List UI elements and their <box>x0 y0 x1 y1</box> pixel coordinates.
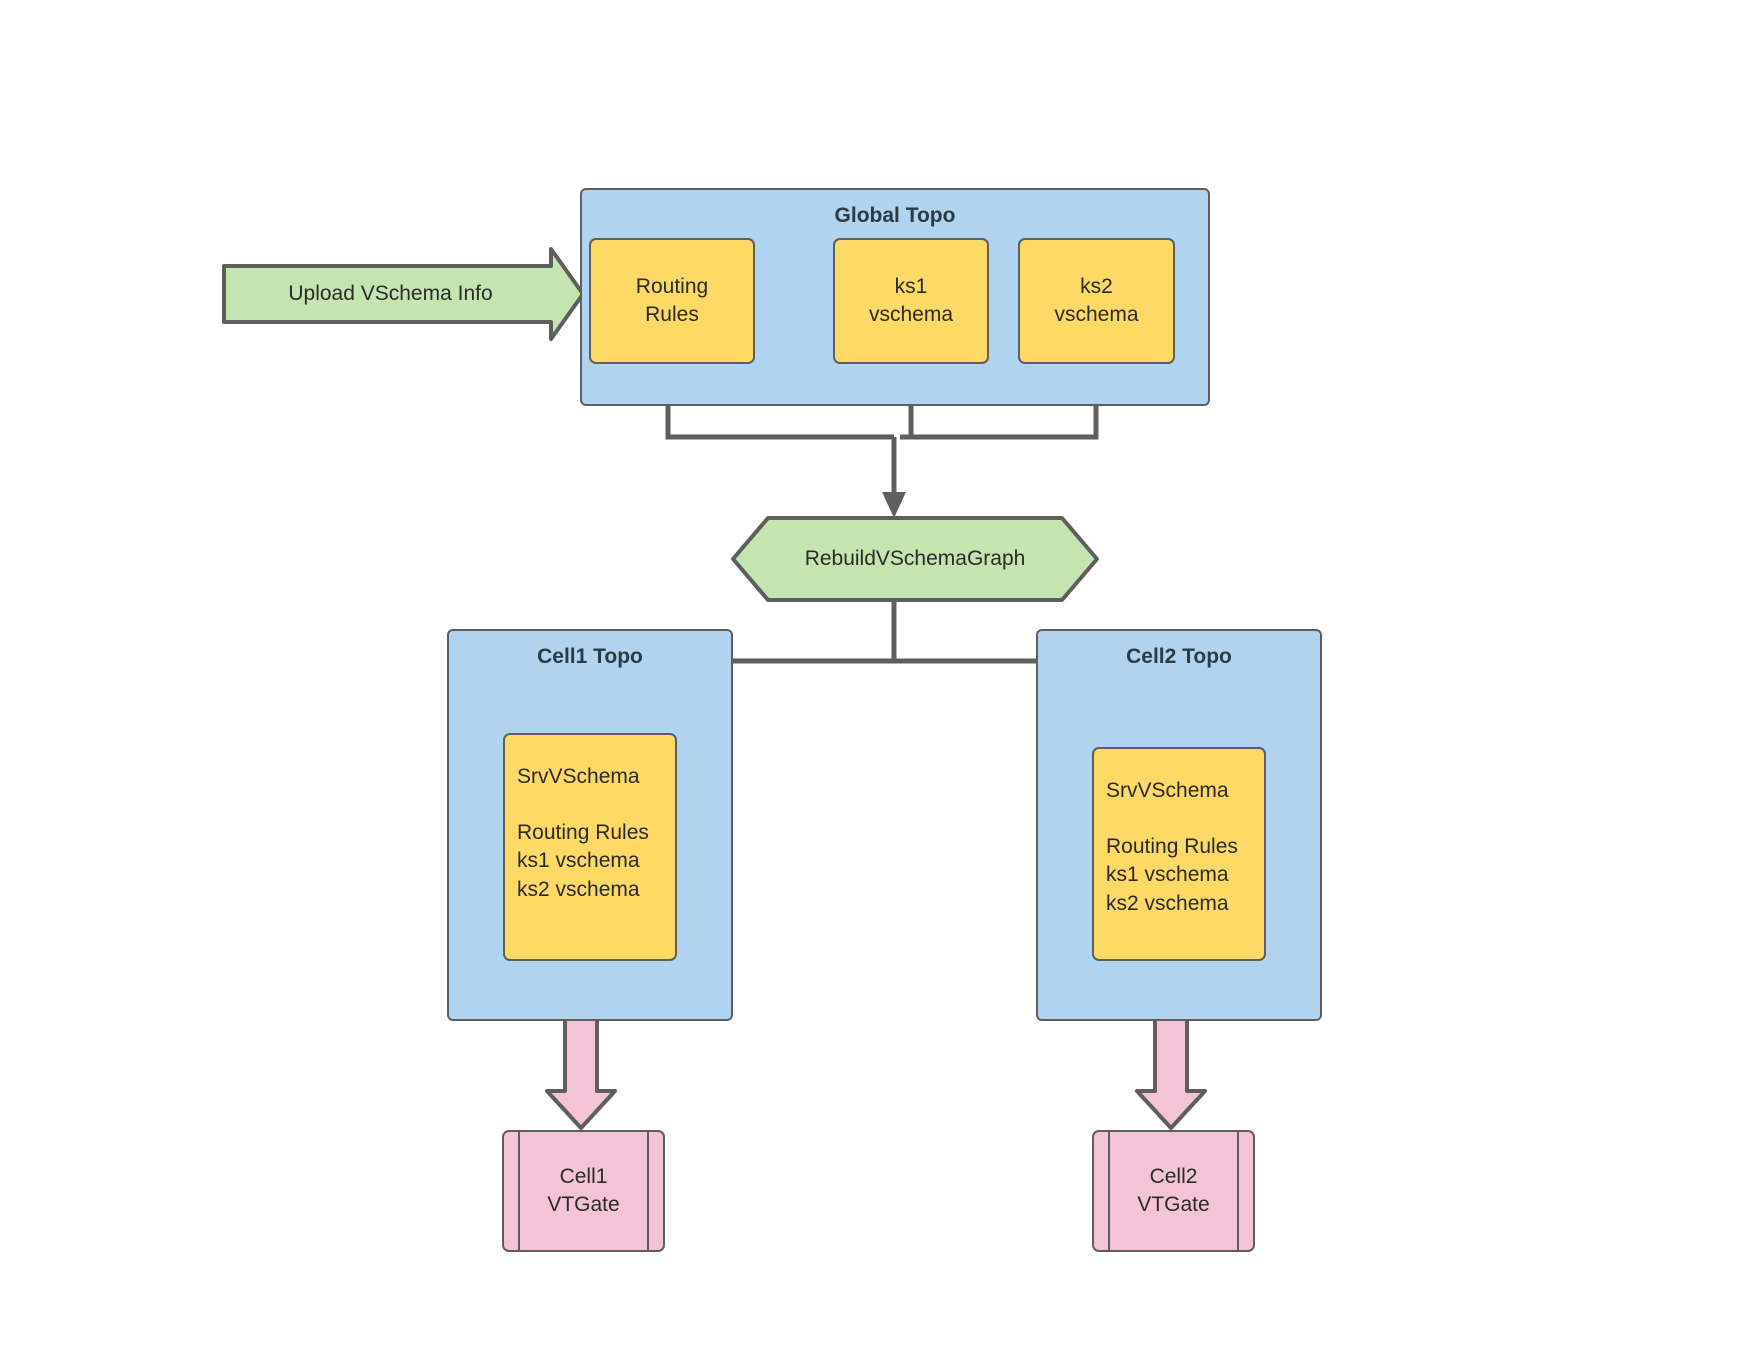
cell1-vtgate-box[interactable]: Cell1 VTGate <box>502 1130 665 1252</box>
global-routing-rules-label: Routing Rules <box>635 274 709 326</box>
global-routing-rules-box[interactable]: Routing Rules <box>589 238 755 364</box>
cell2-vtgate-box[interactable]: Cell2 VTGate <box>1092 1130 1255 1252</box>
upload-vschema-arrow-label: Upload VSchema Info <box>288 282 493 305</box>
cell1-topo-title: Cell1 Topo <box>537 645 643 668</box>
cell2-vtgate-label: Cell2 VTGate <box>1137 1164 1210 1216</box>
cell1-srvvschema-box[interactable]: SrvVSchema Routing Rules ks1 vschema ks2… <box>503 733 677 961</box>
global-topo-title: Global Topo <box>834 204 956 227</box>
rebuild-vschema-graph-label: RebuildVSchemaGraph <box>804 547 1026 570</box>
cell2-srvvschema-label: SrvVSchema Routing Rules ks1 vschema ks2… <box>1106 779 1238 915</box>
upload-vschema-arrow[interactable]: Upload VSchema Info <box>224 249 583 339</box>
global-ks1-vschema-label: ks1 vschema <box>868 274 954 326</box>
global-ks2-vschema-box[interactable]: ks2 vschema <box>1018 238 1175 364</box>
rebuild-vschema-graph-node[interactable]: RebuildVSchemaGraph <box>733 518 1097 600</box>
global-ks2-vschema-label: ks2 vschema <box>1054 274 1139 326</box>
cell2-srvvschema-box[interactable]: SrvVSchema Routing Rules ks1 vschema ks2… <box>1092 747 1266 961</box>
cell2-topo-title: Cell2 Topo <box>1126 645 1232 668</box>
arrowhead-to-rebuild <box>882 492 906 518</box>
cell1-srvvschema-label: SrvVSchema Routing Rules ks1 vschema ks2… <box>517 765 649 901</box>
cell1-vtgate-label: Cell1 VTGate <box>547 1164 620 1216</box>
global-ks1-vschema-box[interactable]: ks1 vschema <box>833 238 989 364</box>
